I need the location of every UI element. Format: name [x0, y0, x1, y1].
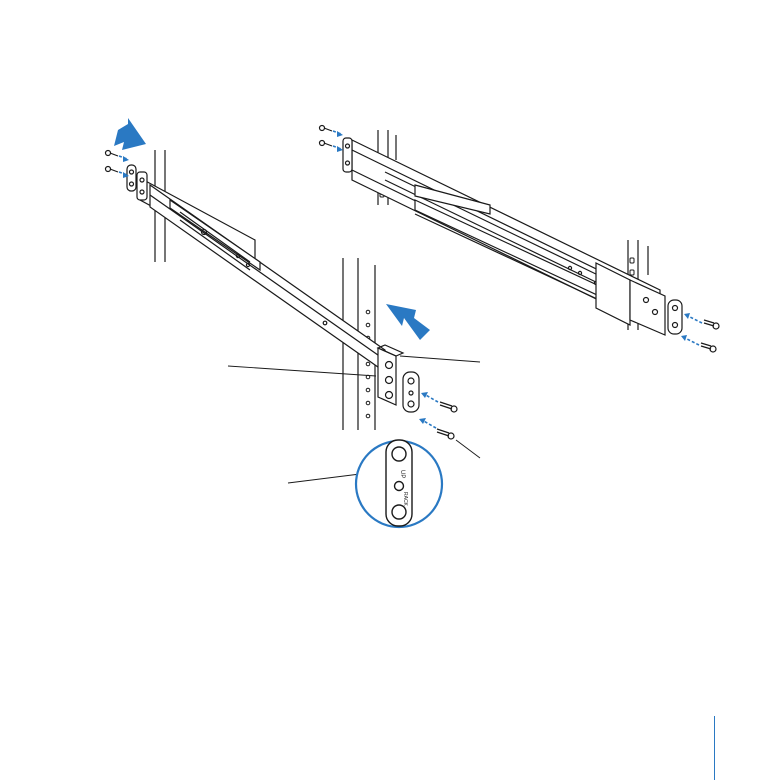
front-rail-rear-plate	[126, 164, 137, 192]
front-rail-rear-screw	[104, 149, 119, 173]
back-rail-guide-arrows	[332, 130, 703, 346]
detail-callout: UP RACK	[354, 439, 444, 529]
front-rail-assembly	[104, 149, 458, 440]
direction-arrow-front	[386, 304, 430, 340]
back-rail-adapter-plate	[667, 299, 683, 335]
direction-arrow-rear	[114, 118, 146, 150]
leader-line-plate	[399, 355, 481, 363]
back-rail-front-screw	[700, 319, 720, 353]
back-rail-rear-screw	[318, 124, 333, 147]
back-rail-body	[342, 137, 666, 336]
front-rail-guide-arrows	[118, 155, 439, 429]
detail-label-rack: RACK	[402, 492, 408, 507]
front-rail-front-screw	[436, 401, 458, 440]
leader-line-bracket	[227, 365, 377, 377]
leader-line-screw	[455, 439, 481, 459]
leader-lines	[227, 355, 481, 484]
detail-adapter-plate	[385, 439, 413, 527]
page-margin-rule	[714, 716, 715, 780]
front-rail-adapter-plate	[402, 371, 420, 413]
back-rail-assembly	[318, 124, 720, 353]
front-rail-body	[136, 171, 405, 406]
detail-label-up: UP	[399, 470, 405, 478]
